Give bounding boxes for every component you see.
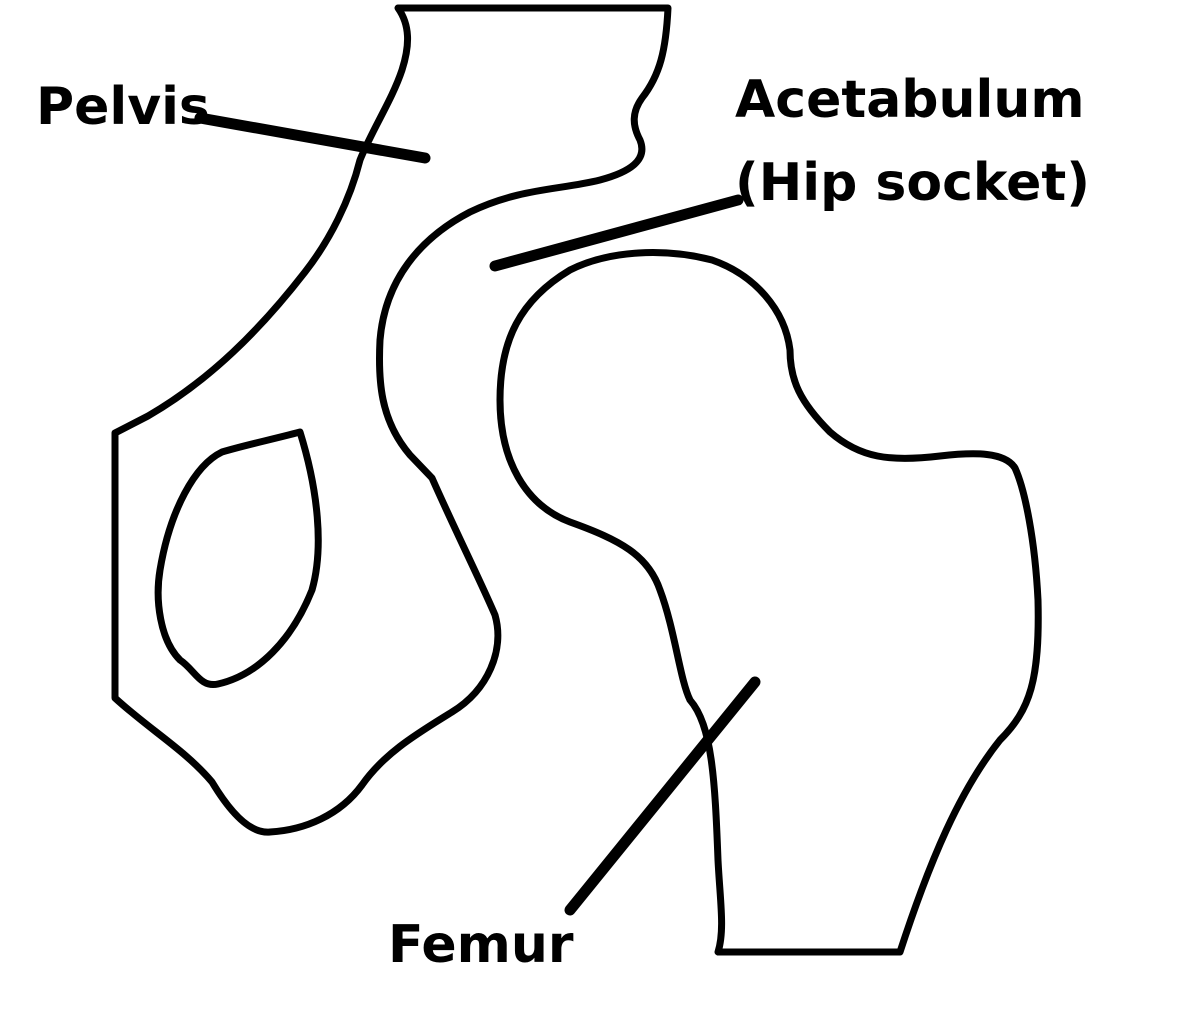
pelvis-outline <box>111 4 672 836</box>
femur-outline <box>496 249 1042 956</box>
femur-label: Femur <box>388 915 574 975</box>
pelvis-leader-line <box>194 112 431 164</box>
acetabulum-label-line2: (Hip socket) <box>735 153 1090 213</box>
acetabulum-leader-line <box>489 194 744 272</box>
pelvis-label: Pelvis <box>36 77 210 137</box>
obturator-foramen-outline <box>154 428 322 689</box>
acetabulum-label-line1: Acetabulum <box>735 70 1085 130</box>
femur-leader-line <box>564 676 761 916</box>
